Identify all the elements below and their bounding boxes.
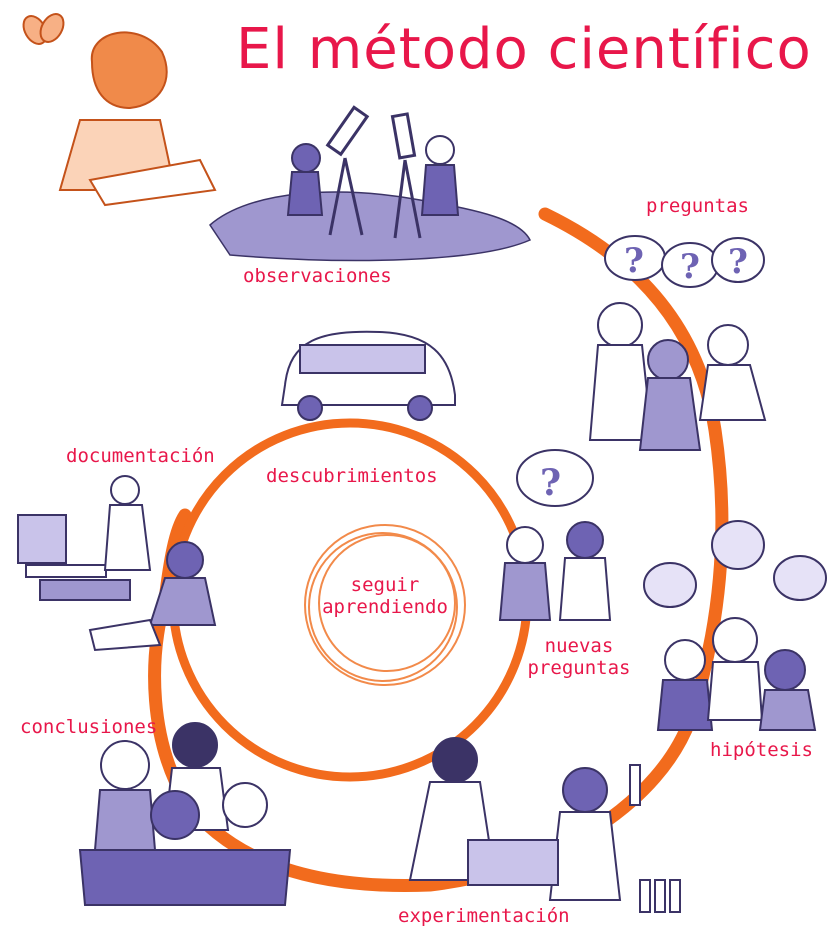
telescope-icon	[325, 105, 422, 239]
page-title: El método científico	[236, 17, 812, 82]
question-mark-icon	[604, 235, 765, 288]
documentation-illustration	[17, 475, 217, 652]
label-nuevas-line-1: nuevas	[544, 635, 614, 657]
svg-text:?: ?	[728, 242, 748, 282]
svg-text:?: ?	[624, 241, 644, 281]
svg-text:?: ?	[540, 462, 561, 504]
label-nuevas-preguntas: nuevas preguntas	[524, 635, 634, 680]
test-tube-icon	[629, 764, 681, 913]
label-experimentacion: experimentación	[398, 905, 570, 927]
label-nuevas-line-2: preguntas	[527, 656, 631, 679]
label-documentacion: documentación	[66, 445, 215, 467]
svg-text:?: ?	[680, 247, 700, 287]
computer-icon	[17, 514, 131, 601]
label-hipotesis: hipótesis	[710, 739, 813, 761]
label-conclusiones: conclusiones	[20, 716, 158, 738]
center-text: seguir aprendiendo	[310, 574, 460, 619]
question-kids-illustration: ???	[588, 235, 767, 451]
center-line-2: aprendiendo	[322, 595, 448, 618]
label-descubrimientos: descubrimientos	[266, 465, 438, 487]
experiment-illustration	[408, 737, 681, 913]
hypothesis-illustration	[643, 520, 827, 731]
lightbulb-icon	[643, 520, 827, 608]
new-questions-illustration: ?	[498, 449, 612, 621]
center-line-1: seguir	[350, 574, 420, 596]
butterfly-icon	[22, 13, 65, 45]
observation-kids-illustration	[209, 105, 532, 262]
label-observaciones: observaciones	[243, 265, 392, 287]
van-illustration	[280, 330, 456, 421]
center-swirl	[304, 524, 466, 686]
conclusions-illustration	[78, 722, 292, 906]
boy-reading-illustration	[22, 13, 217, 207]
label-preguntas: preguntas	[646, 195, 749, 217]
